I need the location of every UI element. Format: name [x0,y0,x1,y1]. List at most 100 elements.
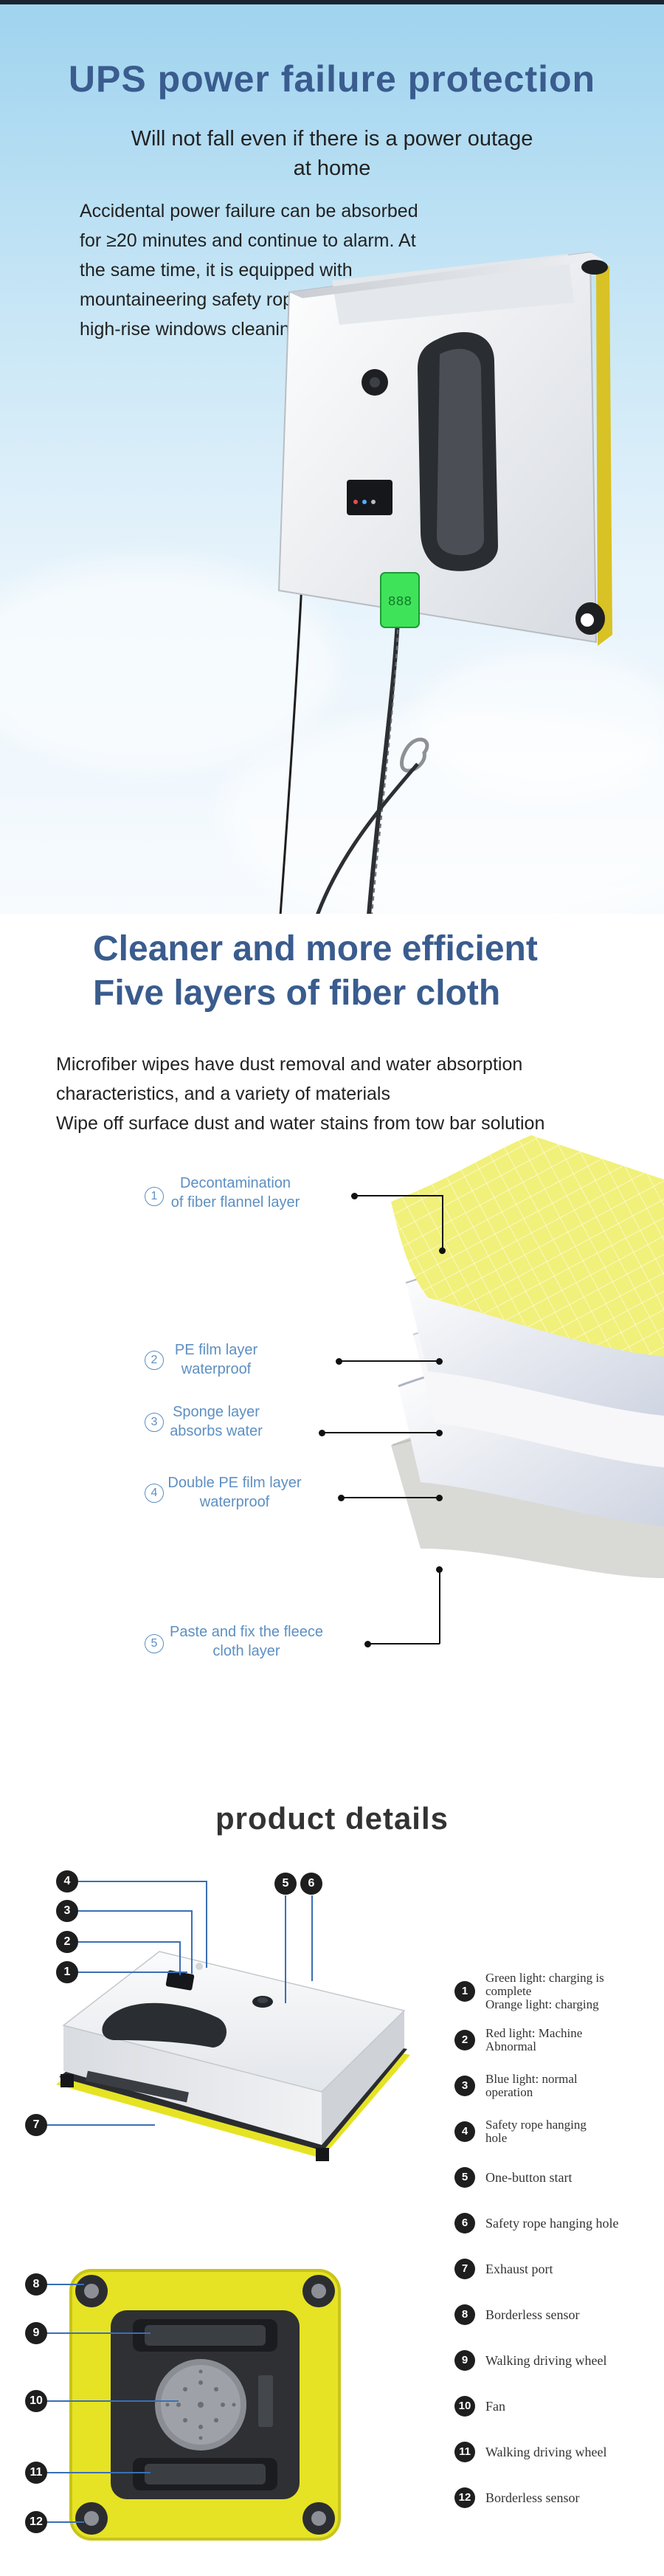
legend-text: Blue light: normal operation [485,2072,578,2099]
layer-2-leader [339,1360,438,1362]
layer-5-dot [364,1641,371,1647]
layer-1-leader [442,1195,443,1248]
robot-bottom-view [69,2269,341,2541]
legend-item-7: 7 Exhaust port [454,2254,664,2284]
legend-text: Safety rope hanging hole [485,2118,587,2145]
legend-item-1: 1 Green light: charging is complete Oran… [454,1971,664,2012]
layer-3-leader [322,1432,438,1433]
layer-5-leader [367,1643,440,1645]
layer-4-leader [341,1497,438,1498]
fiber-title-line2: Five layers of fiber cloth [93,974,501,1013]
layer-5-label: Paste and fix the fleece cloth layer [167,1622,326,1661]
legend-number: 4 [454,2121,475,2142]
legend-number: 2 [454,2030,475,2050]
layer-1-label: Decontamination of fiber flannel layer [158,1174,313,1212]
callout-10: 10 [25,2390,47,2412]
layer-1-label-line2: of fiber flannel layer [170,1194,300,1210]
legend-text: One-button start [485,2170,573,2185]
callout-3-leader [191,1910,193,1974]
legend-item-8: 8 Borderless sensor [454,2300,664,2329]
details-title: product details [215,1801,449,1836]
callout-11-leader [46,2472,151,2473]
callout-5: 5 [274,1873,297,1895]
window-robot-illustration: 888 [277,251,612,914]
layer-3-label: Sponge layer absorbs water [161,1402,272,1441]
callout-8-leader [46,2284,84,2285]
legend-number: 5 [454,2167,475,2188]
layer-1-label-line1: Decontamination [179,1175,291,1191]
legend-text: Walking driving wheel [485,2445,607,2459]
callout-4: 4 [56,1870,78,1893]
legend-text: Borderless sensor [485,2490,580,2505]
fiber-layers-illustration [391,1135,664,1578]
layer-2-label: PE film layer waterproof [161,1340,272,1379]
legend-item-5: 5 One-button start [454,2163,664,2192]
callout-4-leader [206,1881,207,1968]
fiber-description: Microfiber wipes have dust removal and w… [56,1050,646,1138]
legend-item-3: 3 Blue light: normal operation [454,2071,664,2101]
ups-title: UPS power failure protection [68,58,596,100]
callout-9-leader [46,2332,151,2334]
layer-4-label-line1: Double PE film layer [167,1475,302,1491]
layer-1-leader [351,1195,443,1196]
legend-text: Borderless sensor [485,2307,580,2322]
callout-7: 7 [25,2114,47,2136]
layer-5-label-line2: cloth layer [212,1643,280,1659]
legend-number: 7 [454,2259,475,2279]
cloud-decoration [0,561,339,768]
callout-2-leader [77,1941,180,1943]
callout-11: 11 [25,2462,47,2484]
callout-6-leader [311,1895,313,1981]
layer-2-number: 2 [145,1351,164,1370]
callout-7-leader [44,2124,155,2126]
callout-6: 6 [300,1873,322,1895]
legend-number: 9 [454,2350,475,2371]
callout-2-leader [179,1941,181,1975]
legend-item-2: 2 Red light: Machine Abnormal [454,2025,664,2055]
fiber-description-line1: Microfiber wipes have dust removal and w… [56,1054,523,1104]
legend-text: Safety rope hanging hole [485,2216,619,2231]
layer-4-dot [338,1495,345,1501]
layer-3-label-line2: absorbs water [170,1423,263,1439]
legend-text: Green light: charging is complete Orange… [485,1971,604,2011]
layer-4-dot [436,1495,443,1501]
callout-10-leader [46,2400,179,2402]
legend-item-6: 6 Safety rope hanging hole [454,2208,664,2238]
callout-1: 1 [56,1961,78,1983]
callout-12: 12 [25,2511,47,2533]
legend-item-4: 4 Safety rope hanging hole [454,2117,664,2146]
layer-5-dot [436,1566,443,1573]
layer-1-number: 1 [145,1187,164,1206]
legend-number: 12 [454,2487,475,2508]
layer-4-number: 4 [145,1484,164,1503]
robot-top-view [56,1951,410,2161]
ups-description: Accidental power failure can be absorbed… [80,201,418,340]
ups-section: UPS power failure protection Will not fa… [0,0,664,914]
details-section: product details [0,1774,664,2576]
layer-4-label: Double PE film layer waterproof [161,1473,308,1512]
legend-item-12: 12 Borderless sensor [454,2483,664,2513]
callout-8: 8 [25,2273,47,2296]
top-bar [0,0,664,4]
layer-1-dot [439,1247,446,1254]
callout-2: 2 [56,1931,78,1953]
ups-subtitle: Will not fall even if there is a power o… [131,127,533,180]
layer-3-number: 3 [145,1413,164,1432]
layer-2-dot [436,1358,443,1365]
fiber-title-line1: Cleaner and more efficient [93,929,538,968]
layer-1-dot [351,1193,358,1199]
layer-3-dot [436,1430,443,1436]
legend-number: 3 [454,2076,475,2096]
ups-display-text: 888 [388,595,412,610]
layer-3-dot [319,1430,325,1436]
layer-2-label-line2: waterproof [181,1361,252,1377]
layer-4-label-line2: waterproof [199,1494,270,1510]
callout-3-leader [77,1910,192,1912]
legend-text: Walking driving wheel [485,2353,607,2368]
legend-text: Red light: Machine Abnormal [485,2026,583,2053]
layer-5-leader [439,1569,440,1644]
layer-5-label-line1: Paste and fix the fleece [170,1624,323,1640]
legend-text: Exhaust port [485,2262,553,2276]
callout-9: 9 [25,2322,47,2344]
legend-number: 6 [454,2213,475,2234]
